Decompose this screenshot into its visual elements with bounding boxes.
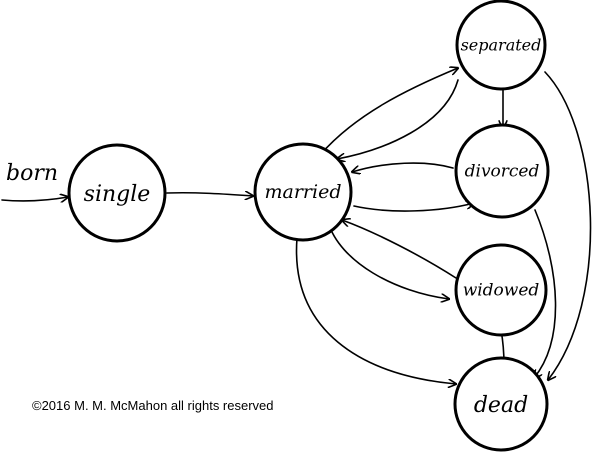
state-label: single	[84, 182, 151, 207]
state-divorced: divorced	[454, 123, 550, 219]
edge-born-to-single	[1, 197, 68, 201]
state-label: widowed	[463, 281, 540, 301]
edge-widowed-to-married	[342, 220, 457, 279]
state-label: dead	[474, 393, 528, 418]
edge-separated-to-married	[337, 79, 459, 159]
edge-married-to-separated	[319, 68, 458, 156]
start-label: born	[6, 161, 58, 186]
edge-divorced-to-married	[352, 162, 454, 172]
copyright-notice: ©2016 M. M. McMahon all rights reserved	[32, 398, 274, 413]
state-label: married	[265, 181, 342, 203]
edge-married-to-dead	[295, 237, 456, 384]
state-single: single	[67, 143, 167, 243]
edge-separated-to-dead	[544, 71, 592, 380]
edge-single-to-married	[166, 193, 253, 196]
state-label: divorced	[465, 162, 540, 182]
state-married: married	[253, 142, 353, 242]
state-label: separated	[461, 36, 542, 55]
edge-married-to-widowed	[327, 221, 449, 299]
edge-divorced-to-dead	[534, 209, 557, 378]
state-separated: separated	[455, 0, 547, 91]
state-widowed: widowed	[454, 243, 548, 337]
state-dead: dead	[453, 356, 549, 452]
edge-married-to-divorced	[353, 203, 474, 212]
